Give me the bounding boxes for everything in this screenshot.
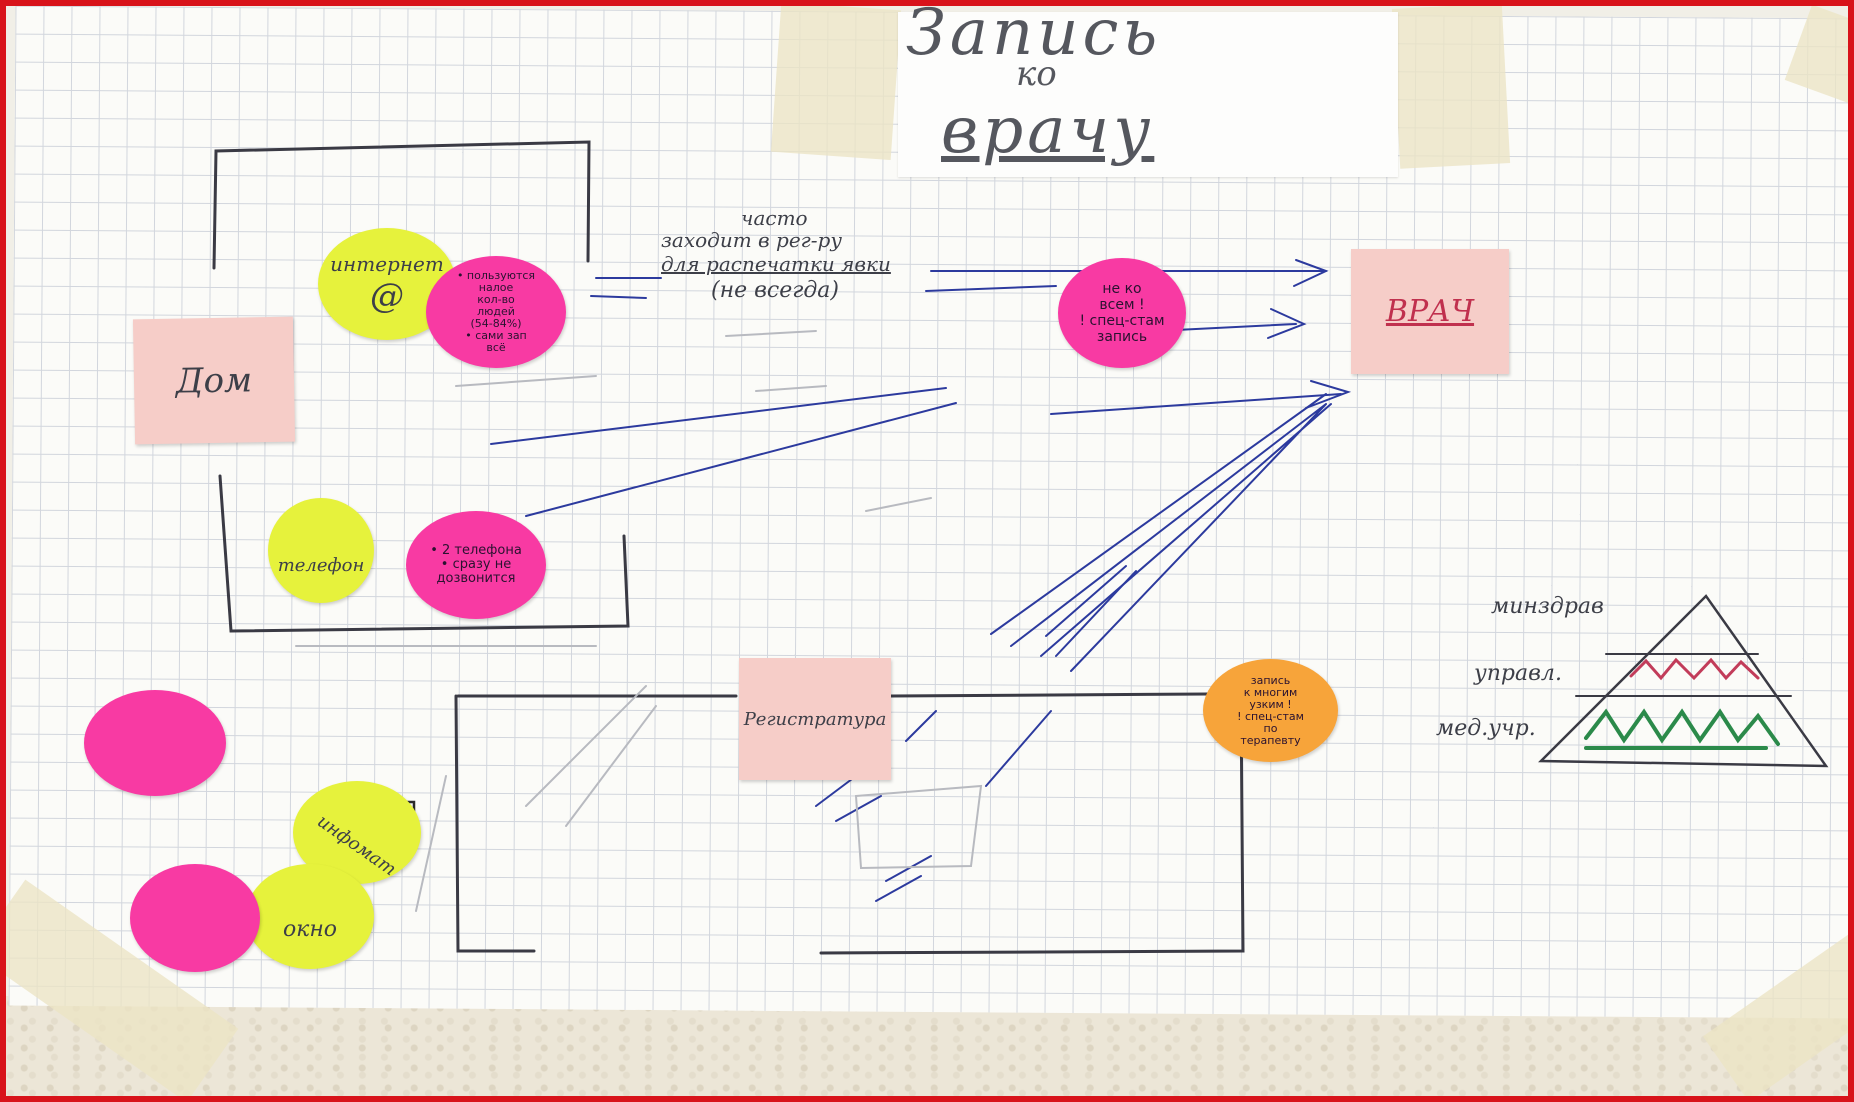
home-sticky: Дом [132, 316, 296, 445]
pyramid-level-1: минздрав [1491, 594, 1604, 619]
hatching [815, 710, 1052, 902]
pyramid-level-3: мед.учр. [1436, 716, 1536, 741]
at-icon: @ [370, 276, 404, 316]
pyramid-green-fill [1584, 708, 1780, 750]
registry-to-doctor [990, 393, 1332, 672]
arrow-head-3 [1305, 380, 1352, 409]
pyramid-outline [1538, 594, 1829, 768]
line-doctor-3 [1050, 393, 1342, 415]
many-specialists-note: запись к многим узким ! ! спец-стам по т… [1203, 659, 1338, 762]
phone-issues-note: • 2 телефона • сразу не дозвонится [406, 511, 546, 619]
phone-label: телефон [277, 555, 365, 576]
blank-pink-note [84, 690, 226, 796]
title-sheet [898, 12, 1398, 177]
annotation-visit-line-1: заходит в рег-ру [661, 228, 842, 252]
line-phone-2 [525, 402, 957, 517]
annotation-visit-line-2: для распечатки явки [661, 252, 891, 276]
pyramid-red-fill [1629, 657, 1760, 681]
title-line-1: Запись [906, 0, 1162, 70]
internet-label: интернет [330, 252, 444, 276]
title-line-2: ко [1016, 54, 1057, 94]
window-sticky: окно [246, 864, 374, 969]
phone-bracket [218, 474, 630, 633]
internet-bracket [212, 140, 591, 270]
window-label: окно [282, 917, 338, 942]
arrow-head-1 [1293, 259, 1329, 287]
phone-sticky: телефон [268, 498, 374, 603]
title-line-3: врачу [941, 94, 1155, 168]
registry-sticky: Регистратура [739, 658, 891, 780]
many-specialists-text: запись к многим узким ! ! спец-стам по т… [1237, 673, 1304, 747]
pyramid-level-2: управл. [1474, 661, 1562, 686]
not-all-text: не ко всем ! ! спец-стам запись [1079, 281, 1165, 345]
line-phone-1 [490, 387, 947, 445]
phone-issues-text: • 2 телефона • сразу не дозвонится [430, 543, 522, 586]
doctor-sticky: ВРАЧ [1351, 249, 1509, 374]
registry-label: Регистратура [743, 708, 887, 730]
home-label: Дом [175, 359, 253, 402]
not-all-note: не ко всем ! ! спец-стам запись [1058, 258, 1186, 368]
annotation-not-always: (не всегда) [711, 278, 839, 303]
internet-users-text: • пользуются налое кол-во людей (54-84%)… [456, 269, 536, 354]
blank-pink-note-2 [130, 864, 260, 972]
registry-box-left [454, 694, 738, 953]
doctor-label: ВРАЧ [1385, 294, 1475, 329]
internet-users-note: • пользуются налое кол-во людей (54-84%)… [426, 256, 566, 368]
annotation-frequent: часто [741, 206, 808, 230]
